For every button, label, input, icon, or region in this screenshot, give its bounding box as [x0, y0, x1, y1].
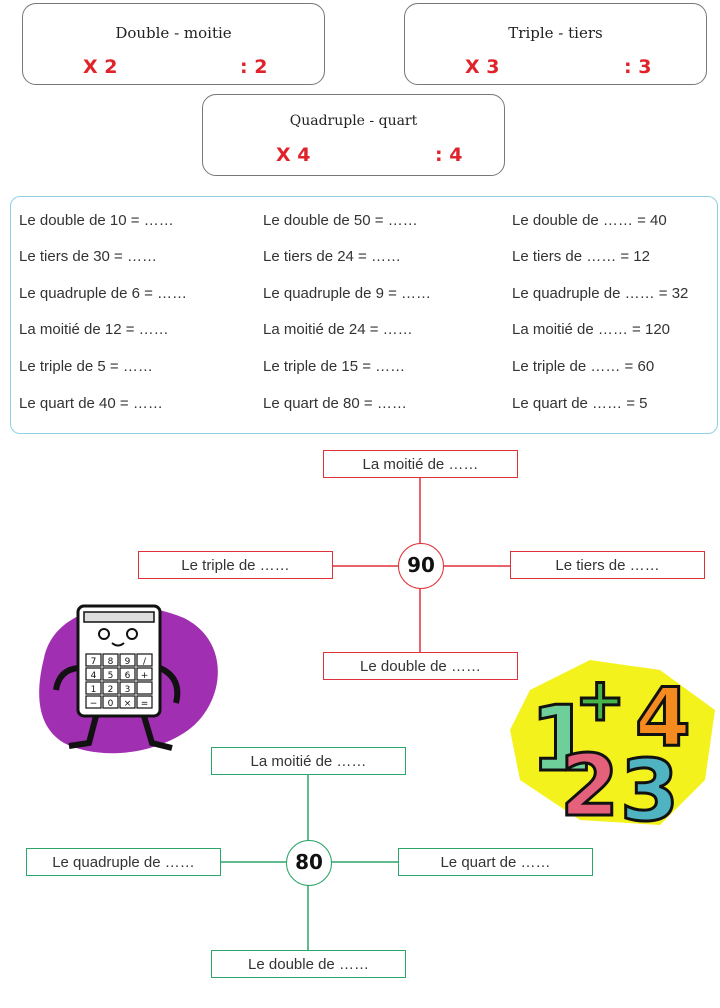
exercise-item: Le quart de 40 = …… — [19, 395, 163, 412]
rule-box-triple: Triple - tiers X 3 : 3 — [404, 3, 707, 85]
calculator-key — [136, 653, 153, 667]
rule-title: Quadruple - quart — [289, 113, 418, 129]
calculator-key-label: × — [124, 699, 132, 709]
exercise-item: Le tiers de 24 = …… — [263, 248, 401, 265]
calculator-key — [85, 681, 102, 695]
divide-label: : 2 — [240, 56, 268, 78]
exercise-item: Le tiers de …… = 12 — [512, 248, 650, 265]
number-four-glyph: 4 — [635, 671, 691, 764]
diagram2-right-label: Le quart de …… — [398, 848, 593, 876]
exercise-item: Le quadruple de 9 = …… — [263, 285, 432, 302]
multiply-label: X 2 — [83, 56, 118, 78]
calculator-key — [85, 667, 102, 681]
calculator-key-label: 7 — [91, 657, 97, 667]
calculator-key-label: 3 — [125, 685, 131, 695]
calculator-leg-left — [68, 715, 99, 749]
calculator-arm-left — [53, 665, 79, 691]
calculator-leg-right — [141, 715, 173, 751]
number-one-glyph: 1 — [530, 687, 593, 792]
calculator-display — [83, 611, 155, 623]
diagram1-bottom-label: Le double de …… — [323, 652, 518, 680]
multiply-label: X 3 — [465, 56, 500, 78]
exercise-item: Le quart de …… = 5 — [512, 395, 648, 412]
calculator-key-label: + — [141, 671, 149, 681]
calculator-key-label: 6 — [125, 671, 131, 681]
rule-box-quadruple: Quadruple - quart X 4 : 4 — [202, 94, 505, 176]
exercise-item: Le triple de 15 = …… — [263, 358, 406, 375]
exercise-item: Le quadruple de 6 = …… — [19, 285, 188, 302]
calculator-keypad: 7 8 9 / 4 5 6 +1 2 3 −0 × = — [85, 653, 153, 709]
exercise-box — [10, 196, 718, 434]
calculator-key-label: 1 — [91, 685, 97, 695]
divide-label: : 3 — [624, 56, 652, 78]
calculator-key — [119, 667, 136, 681]
exercise-item: Le tiers de 30 = …… — [19, 248, 157, 265]
plus-glyph: + — [575, 665, 625, 735]
diagram2-top-label: La moitié de …… — [211, 747, 406, 775]
exercise-item: La moitié de 12 = …… — [19, 321, 169, 338]
calculator-eye-right — [126, 628, 138, 640]
diagram1-left-label: Le triple de …… — [138, 551, 333, 579]
calculator-key-label: / — [143, 657, 147, 667]
calculator-key — [136, 681, 153, 695]
rule-title: Triple - tiers — [508, 24, 603, 42]
exercise-item: Le triple de 5 = …… — [19, 358, 153, 375]
diagram2-left-label: Le quadruple de …… — [26, 848, 221, 876]
calculator-key-label: 9 — [125, 657, 131, 667]
calculator-key — [119, 681, 136, 695]
calculator-key — [102, 653, 119, 667]
exercise-item: Le double de 10 = …… — [19, 212, 174, 229]
exercise-item: La moitié de …… = 120 — [512, 321, 671, 338]
diagram2-bottom-label: Le double de …… — [211, 950, 406, 978]
calculator-key — [102, 695, 119, 709]
exercise-item: Le double de 50 = …… — [263, 212, 418, 229]
diagram1-right-label: Le tiers de …… — [510, 551, 705, 579]
rule-title: Double - moitie — [115, 24, 232, 42]
numbers-illustration: 1 + 4 2 3 — [510, 660, 715, 830]
calculator-key — [119, 653, 136, 667]
diagram1-center-number: 90 — [398, 543, 444, 589]
calculator-key — [136, 667, 153, 681]
calculator-key-label: 8 — [108, 657, 114, 667]
calculator-arm-right — [158, 665, 181, 704]
calculator-key-label: 5 — [108, 671, 114, 681]
calculator-key-label: − — [90, 699, 98, 709]
calculator-key — [85, 695, 102, 709]
exercise-item: La moitié de 24 = …… — [263, 321, 413, 338]
calculator-key-label: 4 — [91, 671, 97, 681]
exercise-item: Le quadruple de …… = 32 — [512, 285, 689, 302]
calculator-key — [102, 667, 119, 681]
calculator-key — [136, 695, 153, 709]
rule-box-double: Double - moitie X 2 : 2 — [22, 3, 325, 85]
calculator-key-label: = — [141, 699, 149, 709]
calculator-smile — [111, 642, 125, 647]
diagram1-top-label: La moitié de …… — [323, 450, 518, 478]
yellow-burst — [510, 660, 715, 825]
calculator-key-label: 2 — [108, 685, 114, 695]
multiply-label: X 4 — [276, 144, 311, 166]
calculator-key — [119, 695, 136, 709]
calculator-key — [102, 681, 119, 695]
calculator-key-label: 0 — [108, 699, 114, 709]
number-two-glyph: 2 — [560, 737, 619, 830]
calculator-eye-left — [98, 628, 110, 640]
calculator-character-illustration: 7 8 9 / 4 5 6 +1 2 3 −0 × = — [39, 604, 218, 754]
diagram2-center-number: 80 — [286, 840, 332, 886]
exercise-item: Le double de …… = 40 — [512, 212, 667, 229]
exercise-item: Le triple de …… = 60 — [512, 358, 655, 375]
exercise-item: Le quart de 80 = …… — [263, 395, 407, 412]
number-three-glyph: 3 — [620, 742, 679, 830]
divide-label: : 4 — [435, 144, 463, 166]
calculator-key — [85, 653, 102, 667]
